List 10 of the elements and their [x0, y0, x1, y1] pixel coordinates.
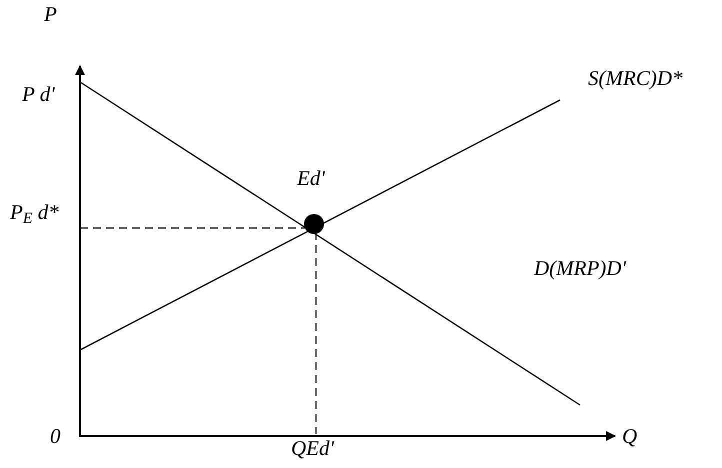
point-label: Ed' — [297, 168, 325, 189]
axis-label: P — [44, 4, 57, 25]
origin-label: 0 — [50, 426, 60, 447]
axis-label: Q — [622, 426, 638, 447]
curve-label: S(MRC)D* — [588, 68, 682, 89]
price-label: P$_{E}$ d* — [10, 202, 59, 223]
curve-label: D(MRP)D' — [534, 258, 626, 279]
equilibrium-point — [304, 214, 324, 234]
quantity-label: QEd' — [291, 438, 334, 459]
price-label: P d' — [22, 84, 55, 105]
